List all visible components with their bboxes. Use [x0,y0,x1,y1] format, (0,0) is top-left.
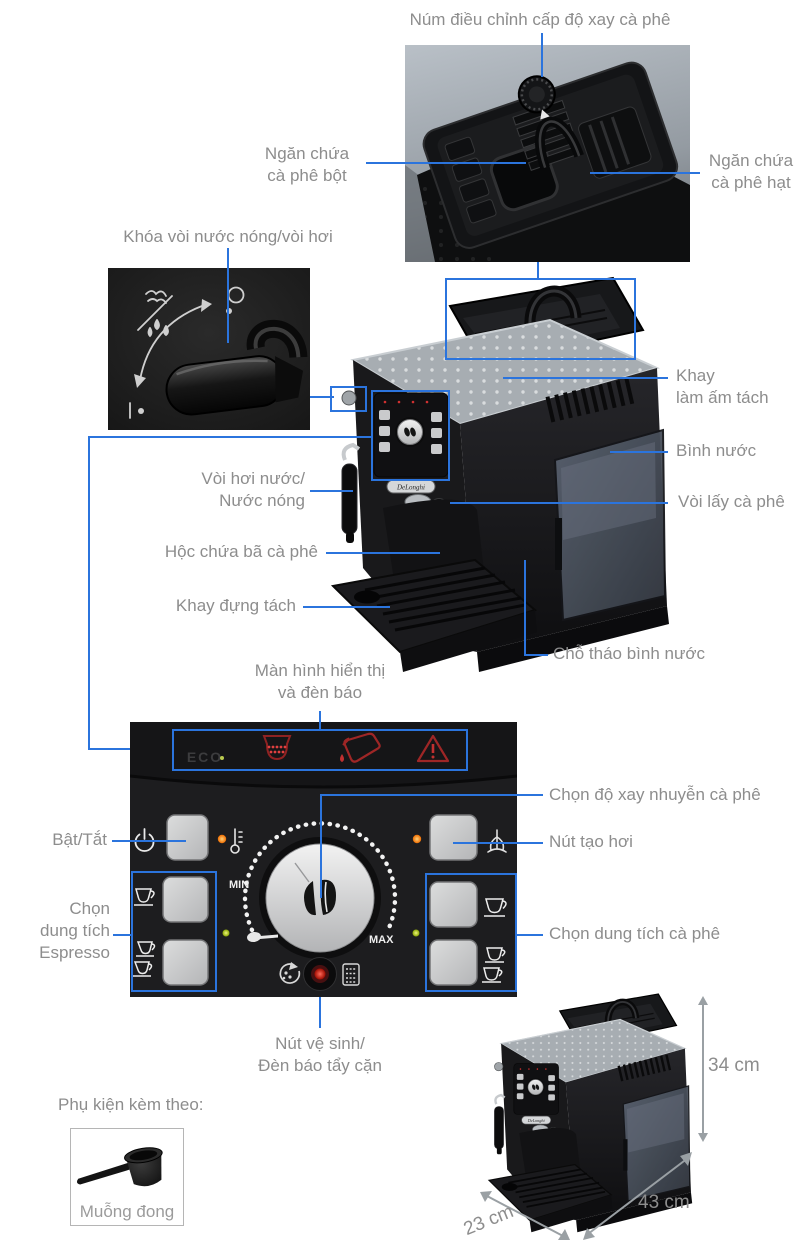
scoop-image [76,1147,163,1187]
label-clean-button: Nút vệ sinh/Đèn báo tẩy cặn [258,1034,382,1075]
coffee-cup-icon [484,898,507,917]
depth-arrow [480,1191,570,1240]
connector-line [524,560,526,656]
power-button[interactable] [166,814,209,861]
connector-line [326,552,440,554]
coffee-led [412,929,420,937]
connector-line [310,490,353,492]
connector-line [112,840,186,842]
espresso-small-button[interactable] [162,876,209,923]
label-cup-tray: Khay đựng tách [175,596,296,615]
rinse-icon [279,962,301,984]
connector-line [537,262,539,278]
height-arrow [698,996,708,1142]
connector-line [320,794,322,898]
bean-logo [304,879,336,916]
connector-line [113,934,131,936]
connector-line [590,172,700,174]
grounds-full-icon [262,735,292,761]
label-water-tank: Bình nước [676,441,757,460]
label-coffee-spout: Vòi lấy cà phê [678,492,785,511]
label-steam-button: Nút tạo hơi [549,832,633,851]
steam-led [412,834,422,844]
steam-knob-photo [108,268,310,430]
connector-line [320,794,543,796]
highlight-box-panel [371,390,450,481]
fill-water-icon [340,732,381,763]
connector-line [303,606,390,608]
label-power: Bật/Tắt [52,830,107,849]
label-coffee-volume: Chọn dung tích cà phê [549,924,721,943]
scoop-box: Muỗng đong [70,1128,184,1226]
connector-line [88,436,371,438]
espresso-double-button[interactable] [162,939,209,986]
label-steam-lock: Khóa vòi nước nóng/vòi hơi [123,227,333,246]
connector-line [450,502,668,504]
preground-led [222,929,230,937]
label-tank-release: Chỗ tháo bình nước [553,644,706,663]
highlight-box-steam-knob [330,386,367,412]
connector-line [319,711,321,731]
temp-led [217,834,227,844]
coffee-double-cup-icon [482,947,506,983]
panel-buttons [162,814,478,986]
coffee-single-button[interactable] [429,881,478,928]
connector-line [453,842,543,844]
control-panel-photo: ECO [130,722,517,997]
scoop-label: Muỗng đong [79,1202,175,1221]
alarm-icon [416,734,450,763]
dimension-width: 43 cm [638,1192,690,1213]
power-icon [134,828,155,852]
connector-line [541,33,543,77]
label-grounds-box: Hộc chứa bã cà phê [164,542,318,561]
descale-icon [342,963,360,986]
connector-line [88,436,90,750]
min-label: MIN [229,879,249,891]
width-arrow [583,1152,692,1240]
connector-line [524,654,548,656]
connector-line [366,162,526,164]
espresso-double-cup-icon [133,941,156,977]
dimension-height: 34 cm [708,1055,760,1076]
thermometer-icon [230,828,243,854]
steam-button[interactable] [429,814,478,861]
connector-line [610,451,668,453]
highlight-box-coffee [425,873,517,992]
connector-line [503,377,668,379]
spoon-icon [247,931,278,943]
label-grind-knob: Núm điều chỉnh cấp độ xay cà phê [409,10,671,29]
connector-line [227,248,229,343]
connector-line [319,997,321,1028]
eco-indicator: ECO [187,749,223,765]
descale-led [314,968,326,980]
highlight-box-hopper [445,278,636,360]
max-label: MAX [369,934,394,946]
espresso-cup-icon [134,888,155,906]
accessories-title: Phụ kiện kèm theo: [58,1095,204,1114]
connector-line [310,396,334,398]
highlight-box-espresso [131,871,217,992]
connector-line [517,934,543,936]
highlight-box-display [172,729,468,771]
top-view-photo [405,45,690,262]
label-steam-wand: Vòi hơi nước/Nước nóng [201,469,305,510]
label-grind-select: Chọn độ xay nhuyễn cà phê [549,785,761,804]
coffee-double-button[interactable] [429,939,478,986]
connector-line [88,748,130,750]
